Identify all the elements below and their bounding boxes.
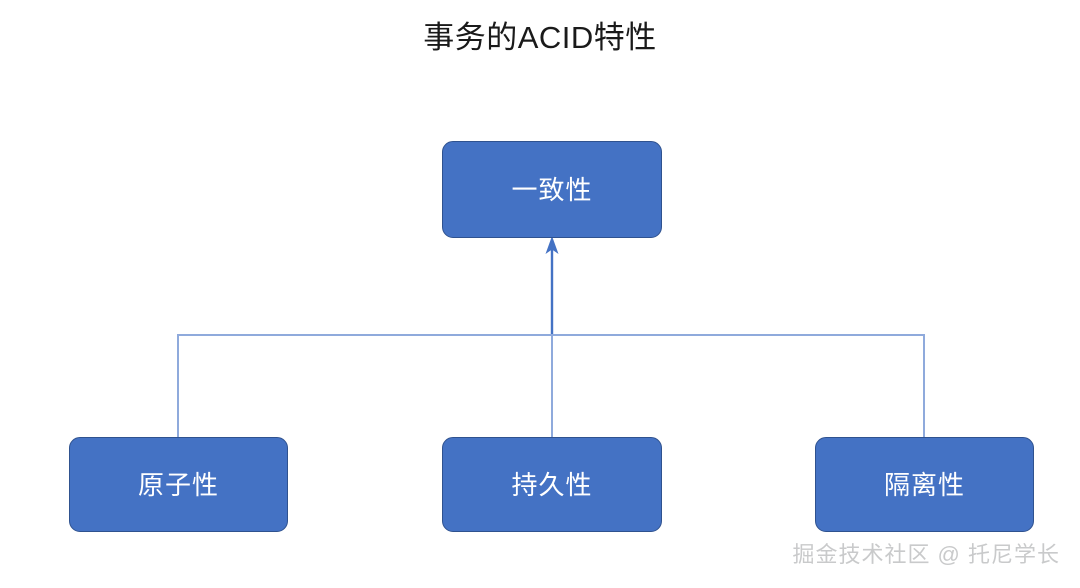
page-title: 事务的ACID特性 xyxy=(423,20,657,55)
node-atomicity-label: 原子性 xyxy=(137,469,219,500)
node-consistency[interactable]: 一致性 xyxy=(442,141,662,238)
node-durability[interactable]: 持久性 xyxy=(442,437,662,532)
node-isolation[interactable]: 隔离性 xyxy=(815,437,1034,532)
node-isolation-label: 隔离性 xyxy=(883,469,965,500)
node-atomicity[interactable]: 原子性 xyxy=(69,437,288,532)
watermark: 掘金技术社区 @ 托尼学长 xyxy=(792,542,1060,567)
node-durability-label: 持久性 xyxy=(511,469,593,500)
node-consistency-label: 一致性 xyxy=(511,174,593,205)
edge-to-consistency xyxy=(545,236,559,336)
arrowhead-icon xyxy=(545,236,559,254)
